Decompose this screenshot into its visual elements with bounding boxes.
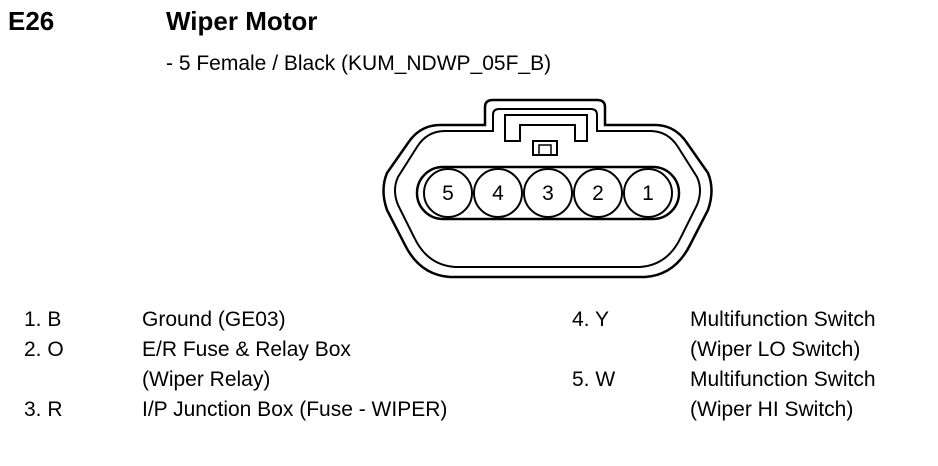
right-pin-number: 5. W bbox=[572, 368, 616, 391]
left-pin-number: 3. R bbox=[24, 398, 63, 421]
pin-label-1: 1 bbox=[642, 182, 654, 205]
pin-4 bbox=[473, 168, 523, 218]
left-pin-description: E/R Fuse & Relay Box bbox=[142, 338, 351, 361]
right-pin-number: 4. Y bbox=[572, 308, 609, 331]
pin-label-3: 3 bbox=[542, 182, 554, 205]
pin-cavity bbox=[415, 165, 681, 221]
pin-2 bbox=[573, 168, 623, 218]
left-pin-number: 1. B bbox=[24, 308, 62, 331]
right-pin-description: (Wiper HI Switch) bbox=[690, 398, 854, 421]
pin-label-5: 5 bbox=[442, 182, 454, 205]
pin-5 bbox=[423, 168, 473, 218]
pin-3 bbox=[523, 168, 573, 218]
connector-subtitle: - 5 Female / Black (KUM_NDWP_05F_B) bbox=[166, 52, 552, 75]
latch-key-inner bbox=[538, 144, 552, 156]
pin-label-2: 2 bbox=[592, 182, 604, 205]
right-pin-description: Multifunction Switch bbox=[690, 368, 876, 391]
component-title: Wiper Motor bbox=[166, 6, 318, 36]
left-pin-description: Ground (GE03) bbox=[142, 308, 286, 331]
left-pin-number: 2. O bbox=[24, 338, 64, 361]
connector-latch bbox=[504, 114, 588, 142]
right-pin-description: Multifunction Switch bbox=[690, 308, 876, 331]
connector-diagram: 5 4 3 2 1 bbox=[382, 98, 713, 279]
pin-1 bbox=[623, 168, 673, 218]
latch-key bbox=[532, 140, 558, 156]
left-pin-description: (Wiper Relay) bbox=[142, 368, 271, 391]
connector-inner-shell bbox=[394, 108, 701, 268]
connector-outer-shell bbox=[382, 98, 713, 279]
left-pin-description: I/P Junction Box (Fuse - WIPER) bbox=[142, 398, 448, 421]
connector-code: E26 bbox=[8, 6, 55, 36]
right-pin-description: (Wiper LO Switch) bbox=[690, 338, 861, 361]
pin-label-4: 4 bbox=[492, 182, 504, 205]
